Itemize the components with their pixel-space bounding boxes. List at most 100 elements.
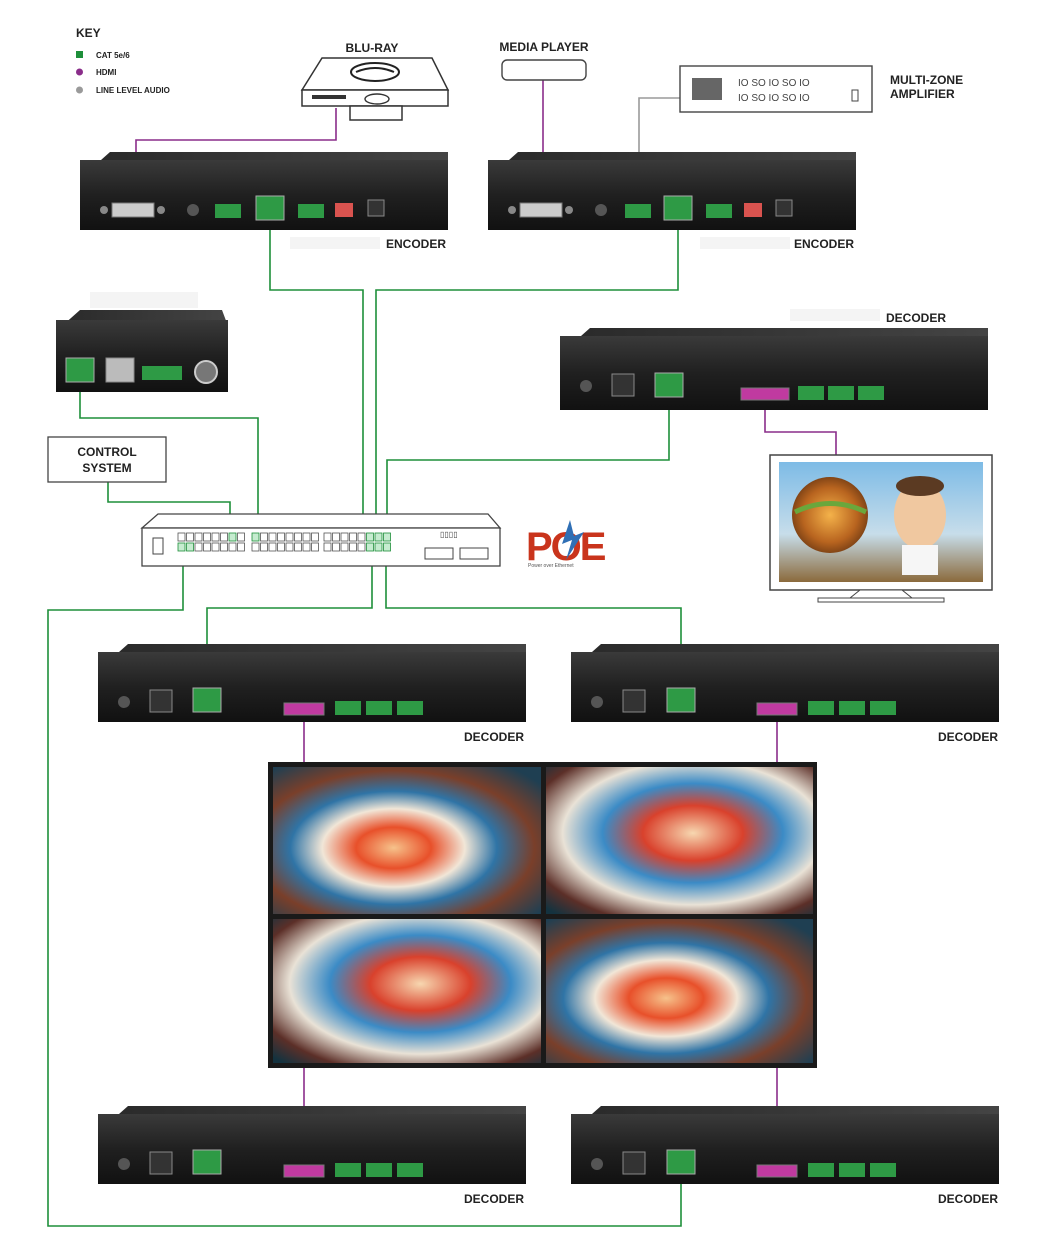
lan-port-icon: [663, 195, 693, 221]
television: [769, 454, 993, 603]
key-legend: KEY CAT 5e/6 HDMI LINE LEVEL AUDIO: [76, 26, 170, 95]
svg-text:▯▯▯▯: ▯▯▯▯: [440, 530, 458, 539]
switch-port: [285, 542, 294, 552]
bluray-player: BLU-RAY: [300, 41, 450, 121]
switch-port: [277, 532, 285, 542]
cat-cable-decoder-top: [386, 385, 670, 536]
hdmi-legend-swatch: [76, 68, 83, 76]
switch-port: [285, 532, 294, 542]
decoder-bot-left: DECODER: [98, 1106, 526, 1206]
video-wall-panel-4: [546, 919, 813, 1063]
poe-network-switch: ▯▯▯▯: [140, 513, 502, 567]
switch-port: [268, 532, 277, 542]
cat-cable-control-processor: [79, 380, 259, 536]
hdmi-out-port-icon: [283, 702, 325, 716]
switch-port: [357, 542, 366, 552]
control-system-label-1: CONTROL: [77, 445, 136, 459]
decoder-mid-right: DECODER: [571, 644, 999, 744]
hdmi-out-port-icon: [740, 387, 790, 401]
control-processor: [56, 292, 228, 392]
cat-cable-decoder-bot-left: [47, 552, 682, 1227]
media-player-label: MEDIA PLAYER: [499, 40, 588, 54]
hdmi-out-port-icon: [756, 702, 798, 716]
poe-logo: POE Power over Ethernet: [526, 520, 608, 569]
switch-port: [311, 542, 319, 552]
switch-port: [177, 532, 186, 542]
lan-port-icon: [666, 687, 696, 713]
lan-port-icon: [255, 195, 285, 221]
svg-text:IO SO IO SO IO: IO SO IO SO IO: [738, 93, 810, 104]
switch-port: [186, 542, 194, 552]
switch-port: [251, 532, 260, 542]
video-wall: [268, 762, 817, 1068]
switch-port: [311, 532, 319, 542]
lan-port-icon: [192, 687, 222, 713]
switch-port: [294, 542, 302, 552]
decoder-top: DECODER: [560, 309, 988, 410]
video-wall-panel-3: [273, 919, 541, 1063]
switch-port: [366, 542, 374, 552]
key-item-cat: CAT 5e/6: [96, 51, 130, 60]
amplifier-label-1: MULTI-ZONE: [890, 73, 963, 87]
hdmi-in-port-icon: [111, 202, 155, 218]
switch-port: [383, 542, 391, 552]
cat-legend-swatch: [76, 51, 83, 58]
switch-port: [340, 542, 349, 552]
encoder-left: ENCODER: [80, 152, 448, 251]
switch-port: [211, 542, 220, 552]
hdmi-cable-decoder-tv: [764, 400, 837, 456]
switch-port: [374, 542, 383, 552]
lan-port-icon: [654, 372, 684, 398]
switch-port: [294, 532, 302, 542]
lightning-icon: [562, 520, 584, 560]
switch-port-grid: [177, 532, 391, 552]
control-system-label-2: SYSTEM: [82, 461, 131, 475]
decoder-bot-right-label: DECODER: [938, 1192, 998, 1206]
switch-port: [277, 542, 285, 552]
encoder-right: ENCODER: [488, 152, 856, 251]
switch-port: [349, 532, 357, 542]
switch-port: [357, 532, 366, 542]
control-system: CONTROL SYSTEM: [47, 436, 167, 483]
switch-port: [332, 532, 340, 542]
cat-cable-encoder-left: [269, 215, 364, 536]
hdmi-out-port-icon: [756, 1164, 798, 1178]
decoder-top-label: DECODER: [886, 311, 946, 325]
switch-port: [177, 542, 186, 552]
video-wall-panel-2: [546, 767, 813, 914]
video-wall-panel-1: [273, 767, 541, 914]
switch-port: [220, 532, 228, 542]
switch-port: [260, 542, 268, 552]
switch-port: [302, 532, 311, 542]
poe-logo-subtitle: Power over Ethernet: [528, 563, 574, 569]
switch-port: [203, 532, 211, 542]
media-player: MEDIA PLAYER: [499, 40, 589, 81]
switch-port: [374, 532, 383, 542]
switch-port: [349, 542, 357, 552]
cartoon-character-image: [894, 481, 946, 549]
switch-port: [260, 532, 268, 542]
hdmi-in-port-icon: [519, 202, 563, 218]
svg-text:IO SO IO SO IO: IO SO IO SO IO: [738, 78, 810, 89]
bluray-label: BLU-RAY: [346, 41, 399, 55]
encoder-right-label: ENCODER: [794, 237, 854, 251]
hdmi-out-port-icon: [283, 1164, 325, 1178]
power-switch-icon: [152, 537, 164, 555]
key-title: KEY: [76, 26, 101, 40]
switch-port: [220, 542, 228, 552]
lan-port-icon: [192, 1149, 222, 1175]
key-item-audio: LINE LEVEL AUDIO: [96, 86, 170, 95]
switch-port: [228, 542, 237, 552]
decoder-mid-right-label: DECODER: [938, 730, 998, 744]
key-item-hdmi: HDMI: [96, 68, 116, 77]
switch-port: [332, 542, 340, 552]
switch-port: [194, 532, 203, 542]
switch-port: [194, 542, 203, 552]
encoder-left-label: ENCODER: [386, 237, 446, 251]
switch-port: [237, 542, 245, 552]
switch-port: [302, 542, 311, 552]
decoder-mid-left: DECODER: [98, 644, 526, 744]
switch-port: [323, 542, 332, 552]
decoder-bot-right: DECODER: [571, 1106, 999, 1206]
